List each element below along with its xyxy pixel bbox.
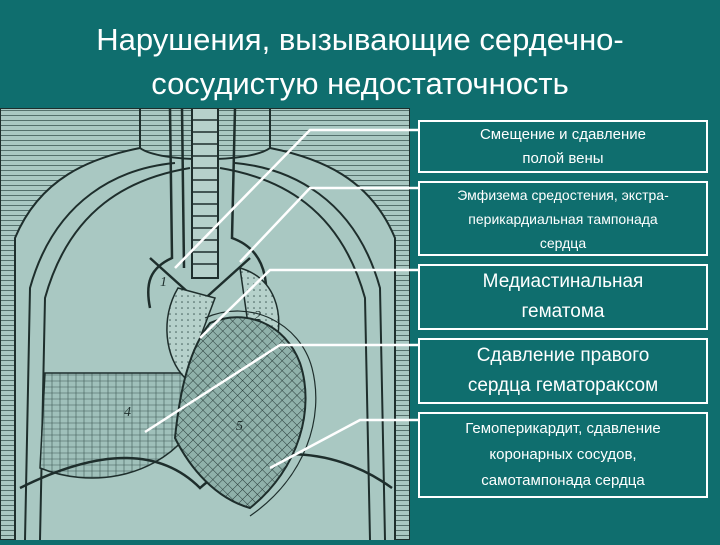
callout-2-line-2: перикардиальная тампонада: [451, 207, 674, 231]
label-number-5: 5: [236, 419, 243, 434]
callout-5-line-1: Гемоперикардит, сдавление: [459, 416, 667, 442]
thorax-illustration: 1 2 4 5: [0, 108, 410, 540]
callout-1-line-2: полой вены: [474, 147, 652, 171]
callout-vena-cava: Смещение и сдавление полой вены: [418, 120, 708, 173]
label-number-1: 1: [160, 275, 167, 290]
label-number-2: 2: [254, 309, 261, 324]
title-line-2: сосудистую недостаточность: [0, 62, 720, 106]
callout-2-line-3: сердца: [451, 231, 674, 255]
label-number-4: 4: [124, 405, 131, 420]
callout-4-line-1: Сдавление правого: [462, 341, 664, 371]
hemothorax: [40, 373, 190, 478]
callout-hemopericardium: Гемоперикардит, сдавление коронарных сос…: [418, 412, 708, 498]
title-line-1: Нарушения, вызывающие сердечно-: [0, 18, 720, 62]
callout-2-line-1: Эмфизема средостения, экстра-: [451, 183, 674, 207]
slide-title: Нарушения, вызывающие сердечно- сосудист…: [0, 18, 720, 106]
callout-emphysema: Эмфизема средостения, экстра- перикардиа…: [418, 181, 708, 256]
callout-5-line-3: самотампонада сердца: [459, 468, 667, 494]
callout-1-line-1: Смещение и сдавление: [474, 123, 652, 147]
callout-3-line-1: Медиастинальная: [477, 267, 650, 297]
callout-4-line-2: сердца гематораксом: [462, 371, 664, 401]
callout-3-line-2: гематома: [477, 297, 650, 327]
trachea: [192, 108, 218, 278]
callout-5-line-2: коронарных сосудов,: [459, 442, 667, 468]
callout-mediastinal-hematoma: Медиастинальная гематома: [418, 264, 708, 330]
callout-hemothorax: Сдавление правого сердца гематораксом: [418, 338, 708, 404]
